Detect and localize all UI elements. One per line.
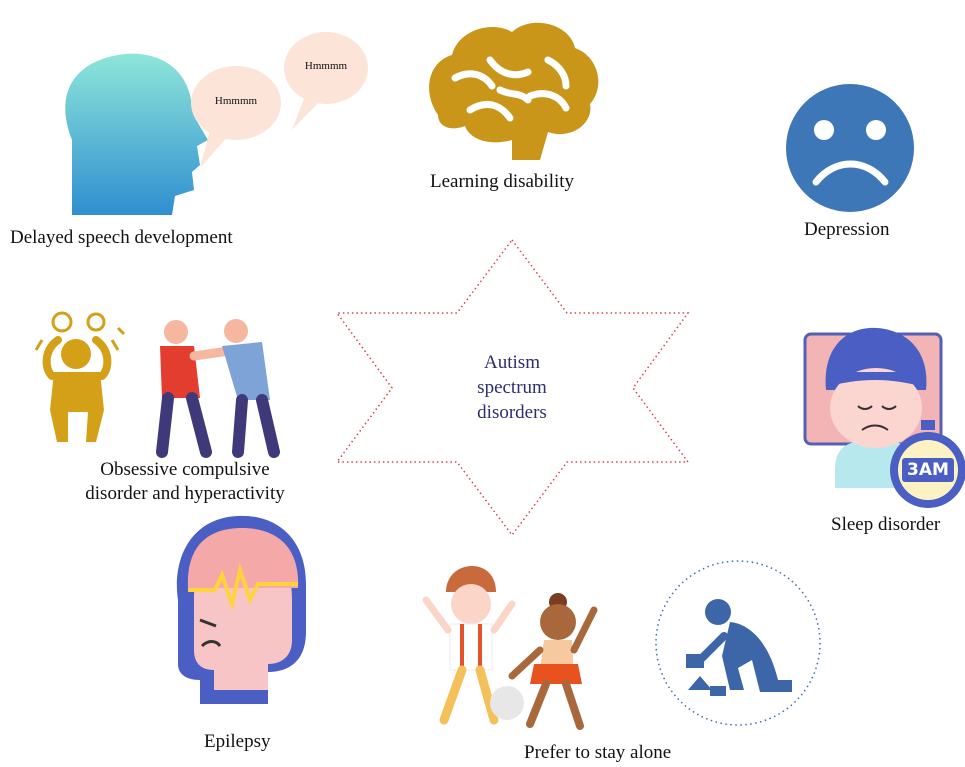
- speech-bubble-text: Hmmmm: [214, 95, 258, 107]
- label-epilepsy: Epilepsy: [204, 731, 271, 752]
- two-children-icon: [422, 566, 598, 730]
- center-label-line: disorders: [477, 402, 547, 423]
- center-label-line: spectrum: [477, 377, 547, 398]
- speech-bubble-text: Hmmmm: [304, 60, 348, 72]
- center-label-line: Autism: [484, 352, 540, 373]
- label-line: Obsessive compulsive: [100, 459, 270, 480]
- label-prefer-alone: Prefer to stay alone: [524, 742, 672, 763]
- child-playing-alone-icon: [686, 599, 792, 696]
- speech-bubble-icon: [284, 32, 368, 130]
- speech-bubble-icon: [191, 66, 281, 168]
- brain-icon: [429, 22, 599, 160]
- label-learning-disability: Learning disability: [430, 171, 575, 192]
- label-depression: Depression: [804, 219, 890, 240]
- alarm-clock-icon: [890, 420, 965, 508]
- fighting-people-icon: [156, 319, 280, 458]
- label-sleep-disorder: Sleep disorder: [831, 514, 941, 535]
- center-star: [335, 238, 690, 537]
- dotted-circle: [655, 560, 821, 726]
- tired-boy-icon: [803, 327, 943, 488]
- label-ocd: Obsessive compulsive disorder and hypera…: [70, 458, 300, 506]
- frustrated-person-icon: [34, 311, 126, 442]
- sad-face-icon: [786, 84, 914, 212]
- center-label: Autism spectrum disorders: [432, 350, 592, 425]
- clock-time-text: 3AM: [907, 460, 949, 480]
- label-delayed-speech: Delayed speech development: [10, 227, 233, 248]
- speaking-head-icon: [65, 53, 209, 215]
- label-line: disorder and hyperactivity: [85, 483, 285, 504]
- epilepsy-head-icon: [176, 515, 306, 704]
